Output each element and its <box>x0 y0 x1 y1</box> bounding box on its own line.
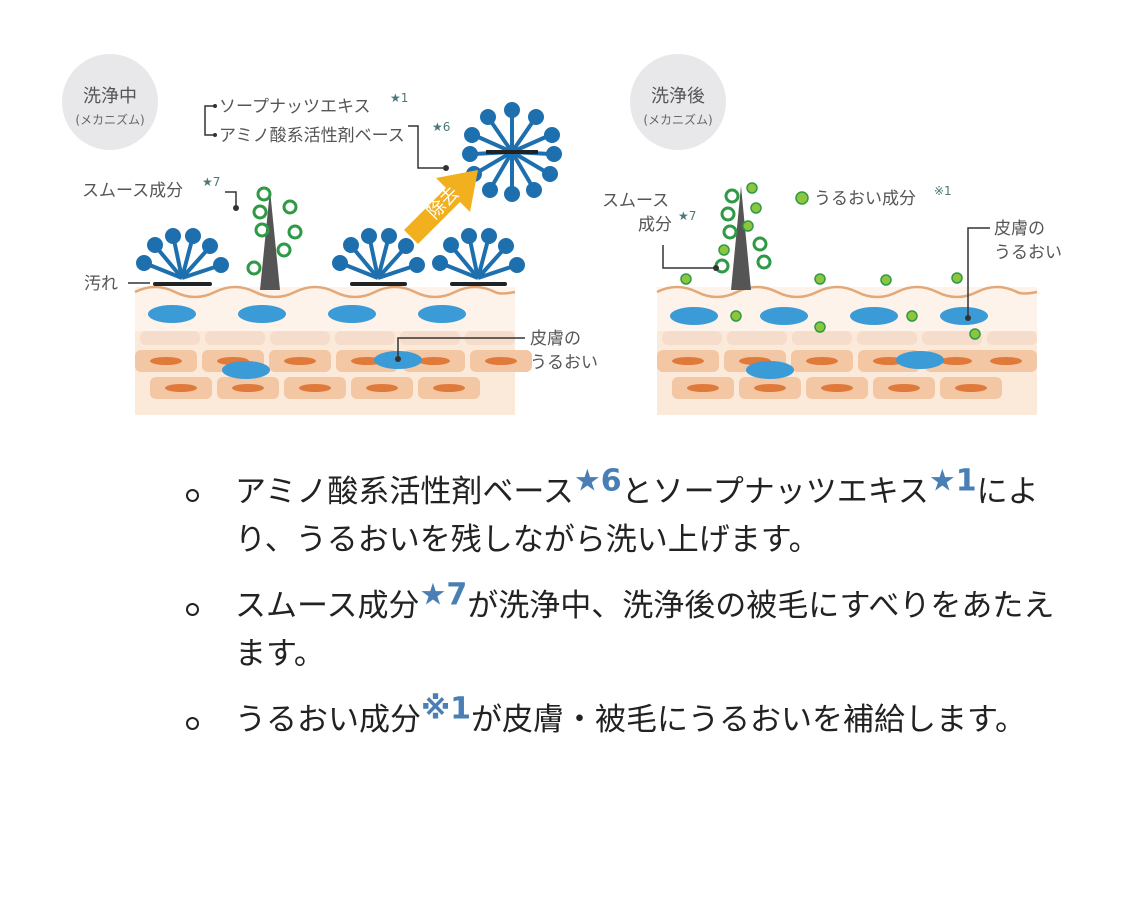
label-skin-moisture-1: 皮膚の <box>994 219 1045 239</box>
list-item: スムース成分★7が洗浄中、洗浄後の被毛にすべりをあたえます。 <box>178 580 1058 678</box>
bullet-text: アミノ酸系活性剤ベース <box>235 474 574 510</box>
smooth-particles <box>246 186 303 276</box>
star-mark: ★6 <box>573 463 622 499</box>
surfactant-micelles <box>136 228 525 280</box>
label-soapnut-mark: ★1 <box>390 91 408 105</box>
hair-strand <box>731 186 751 290</box>
bullet-text: が皮膚・被毛にうるおいを補給します。 <box>471 702 1026 738</box>
label-smooth-mark: ★7 <box>202 175 220 189</box>
badge-title: 洗浄後 <box>651 86 705 107</box>
skin-moisture-drops <box>670 307 988 379</box>
bullet-icon <box>186 717 199 730</box>
label-smooth-2: 成分 <box>638 215 672 235</box>
bullet-icon <box>186 603 199 616</box>
label-moist: うるおい成分 <box>814 189 916 209</box>
label-smooth-1: スムース <box>602 191 669 211</box>
badge-during-wash <box>62 54 158 150</box>
label-amino: アミノ酸系活性剤ベース <box>219 126 405 146</box>
star-mark: ★1 <box>928 463 977 499</box>
badge-subtitle: (メカニズム) <box>643 112 712 127</box>
removed-micelle <box>462 102 562 202</box>
star-mark: ※1 <box>421 691 472 727</box>
badge-after-wash <box>630 54 726 150</box>
label-skin-moisture-2: うるおい <box>530 353 598 373</box>
label-amino-mark: ★6 <box>432 120 450 134</box>
skin-moisture-drops <box>148 305 466 379</box>
bullet-text: スムース成分 <box>235 588 420 624</box>
label-skin-moisture-2: うるおい <box>994 243 1062 263</box>
list-item: アミノ酸系活性剤ベース★6とソープナッツエキス★1により、うるおいを残しながら洗… <box>178 466 1058 564</box>
mechanism-diagram: 除去 洗浄中 (メカニズム) ソープナッツエキス ★1 アミノ酸系活性剤ベース … <box>62 54 1062 415</box>
badge-title: 洗浄中 <box>83 86 137 107</box>
bullet-icon <box>186 489 199 502</box>
badge-subtitle: (メカニズム) <box>75 112 144 127</box>
label-smooth: スムース成分 <box>82 181 183 201</box>
bullet-text: が洗浄中、洗浄後の被毛にすべりをあたえます。 <box>235 588 1055 672</box>
feature-list: アミノ酸系活性剤ベース★6とソープナッツエキス★1により、うるおいを残しながら洗… <box>178 466 1058 762</box>
bullet-text: うるおい成分 <box>235 702 421 738</box>
bullet-text: とソープナッツエキス <box>621 474 929 510</box>
star-mark: ★7 <box>419 577 468 613</box>
label-skin-moisture-1: 皮膚の <box>530 329 581 349</box>
right-panel: 洗浄後 (メカニズム) スムース 成分 ★7 うるおい成分 ※1 皮膚の うるお… <box>602 54 1062 415</box>
left-panel: 除去 洗浄中 (メカニズム) ソープナッツエキス ★1 アミノ酸系活性剤ベース … <box>62 54 598 415</box>
label-dirt: 汚れ <box>84 274 118 294</box>
list-item: うるおい成分※1が皮膚・被毛にうるおいを補給します。 <box>178 694 1058 744</box>
bullet-text: により、うるおいを残しながら洗い上げます。 <box>235 474 1039 558</box>
label-smooth-mark: ★7 <box>678 209 696 223</box>
smooth-particles <box>714 188 772 274</box>
label-moist-mark: ※1 <box>934 184 952 198</box>
label-soapnut: ソープナッツエキス <box>219 97 370 117</box>
hair-strand <box>260 190 280 290</box>
moisture-particles <box>680 182 981 340</box>
